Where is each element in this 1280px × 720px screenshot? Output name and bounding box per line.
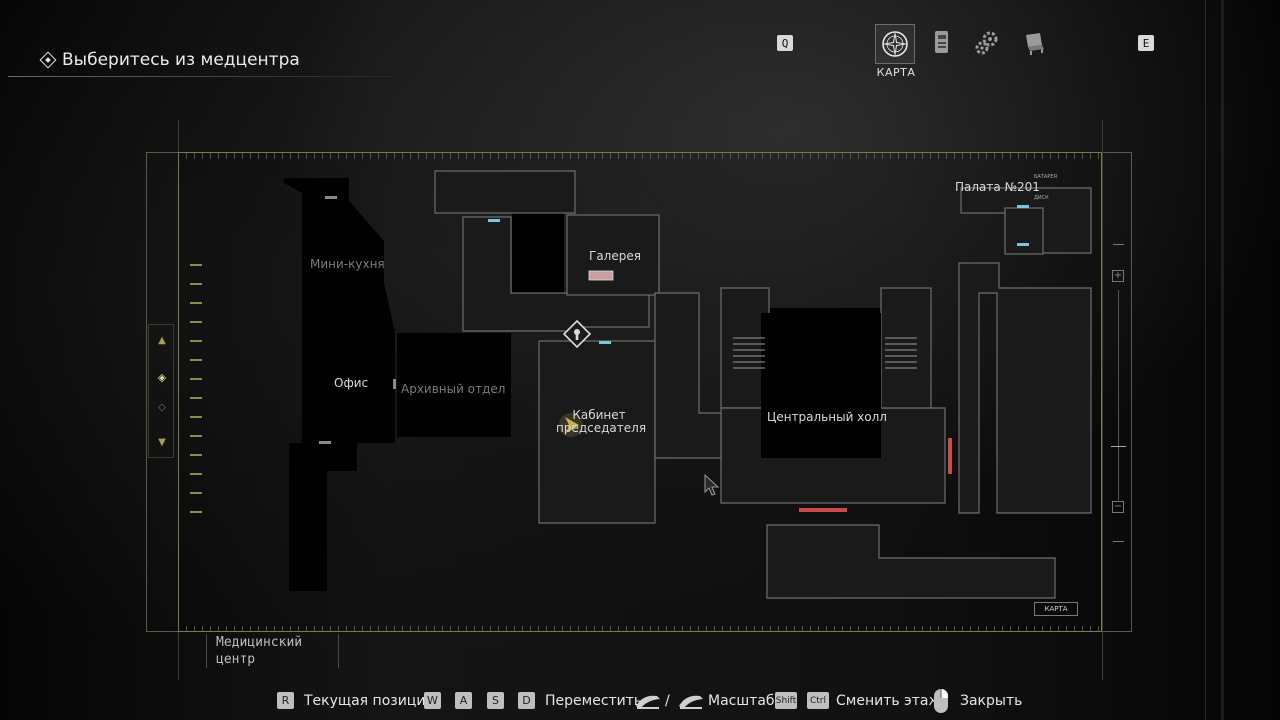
floor-other-icon[interactable]: ◇ [158, 401, 166, 413]
control-hints: R Текущая позиция W A S D Переместить / … [0, 688, 1280, 714]
zoom-slider[interactable] [1118, 290, 1119, 500]
hint-change-floor: Сменить этаж [836, 693, 942, 709]
key-r[interactable]: R [277, 692, 294, 709]
floor-scale-tick [190, 435, 202, 437]
hint-separator: / [665, 693, 670, 709]
objective-underline [8, 76, 396, 77]
area-bracket [206, 634, 207, 668]
cursor-icon [704, 474, 720, 496]
key-a[interactable]: A [455, 692, 472, 709]
floor-scale-tick [190, 302, 202, 304]
screen-edge [1221, 0, 1224, 720]
floor-scale-tick [190, 321, 202, 323]
hint-move: Переместить [545, 693, 643, 709]
frame-guide [1102, 120, 1103, 680]
room-archive[interactable]: Архивный отдел [401, 382, 506, 396]
room-mini-kitchen[interactable]: Мини-кухня [310, 257, 385, 271]
top-ruler [178, 153, 1102, 159]
mouse-right-icon [934, 689, 948, 713]
zoom-handle[interactable] [1111, 446, 1126, 447]
prev-tab-key[interactable]: Q [777, 35, 793, 51]
zoom-in-icon[interactable]: + [1112, 270, 1124, 282]
files-icon [935, 31, 948, 53]
area-bracket [338, 634, 339, 668]
floor-scale-tick [190, 378, 202, 380]
hint-close: Закрыть [960, 693, 1023, 709]
objective-diamond-icon [39, 51, 57, 69]
legend-disk: ДИСК [1034, 195, 1049, 201]
tab-map[interactable] [875, 24, 915, 64]
objective: Выберитесь из медцентра [39, 50, 300, 70]
tab-inventory[interactable] [1015, 24, 1053, 62]
floor-scale-tick [190, 283, 202, 285]
floor-scale-tick [190, 511, 202, 513]
room-chairman-office[interactable]: Кабинет председателя [556, 408, 647, 435]
floor-scale-tick [190, 264, 202, 266]
floor-down-button[interactable]: ▼ [158, 436, 166, 448]
tab-map-label: КАРТА [876, 66, 916, 79]
floor-scale-tick [190, 454, 202, 456]
floor-scale-tick [190, 359, 202, 361]
floor-selector: ▲ ◈ ◇ ▼ [148, 324, 174, 458]
floor-plan [284, 170, 1092, 599]
hint-zoom: Масштаб [708, 693, 775, 709]
compass-rose-icon [882, 31, 908, 57]
mouse-wheel-up-icon [636, 695, 660, 709]
floor-scale-tick [190, 473, 202, 475]
room-gallery[interactable]: Галерея [589, 249, 641, 263]
gears-icon [975, 31, 998, 55]
locked-keyhole-icon [562, 319, 592, 349]
key-ctrl[interactable]: Ctrl [807, 692, 829, 709]
chair-icon [1026, 33, 1044, 55]
screen-edge-line [1205, 0, 1206, 720]
map-corner-tag: КАРТА [1034, 602, 1078, 616]
key-d[interactable]: D [518, 692, 535, 709]
floor-scale-tick [190, 397, 202, 399]
map-viewport[interactable] [178, 152, 1102, 632]
hint-current-position: Текущая позиция [304, 693, 434, 709]
room-central-hall[interactable]: Центральный холл [767, 410, 887, 424]
objective-text: Выберитесь из медцентра [62, 50, 300, 70]
tab-settings[interactable] [968, 24, 1006, 62]
bottom-ruler [178, 626, 1102, 631]
zoom-out-icon[interactable]: − [1112, 501, 1124, 513]
legend-battery: БАТАРЕЯ [1034, 174, 1057, 180]
tab-files[interactable] [923, 24, 961, 62]
floor-scale-tick [190, 340, 202, 342]
zoom-tick [1113, 541, 1124, 542]
next-tab-key[interactable]: E [1138, 35, 1154, 51]
room-office[interactable]: Офис [334, 376, 369, 390]
floor-current-icon[interactable]: ◈ [157, 370, 167, 384]
floor-scale-tick [190, 492, 202, 494]
key-s[interactable]: S [487, 692, 504, 709]
floor-up-button[interactable]: ▲ [158, 334, 166, 346]
floor-scale-tick [190, 416, 202, 418]
area-name: Медицинский центр [216, 635, 303, 667]
zoom-tick [1113, 244, 1124, 245]
room-ward-201[interactable]: Палата №201 [955, 180, 1040, 194]
key-shift[interactable]: Shift [775, 692, 797, 709]
key-w[interactable]: W [424, 692, 441, 709]
mouse-wheel-down-icon [679, 695, 703, 709]
